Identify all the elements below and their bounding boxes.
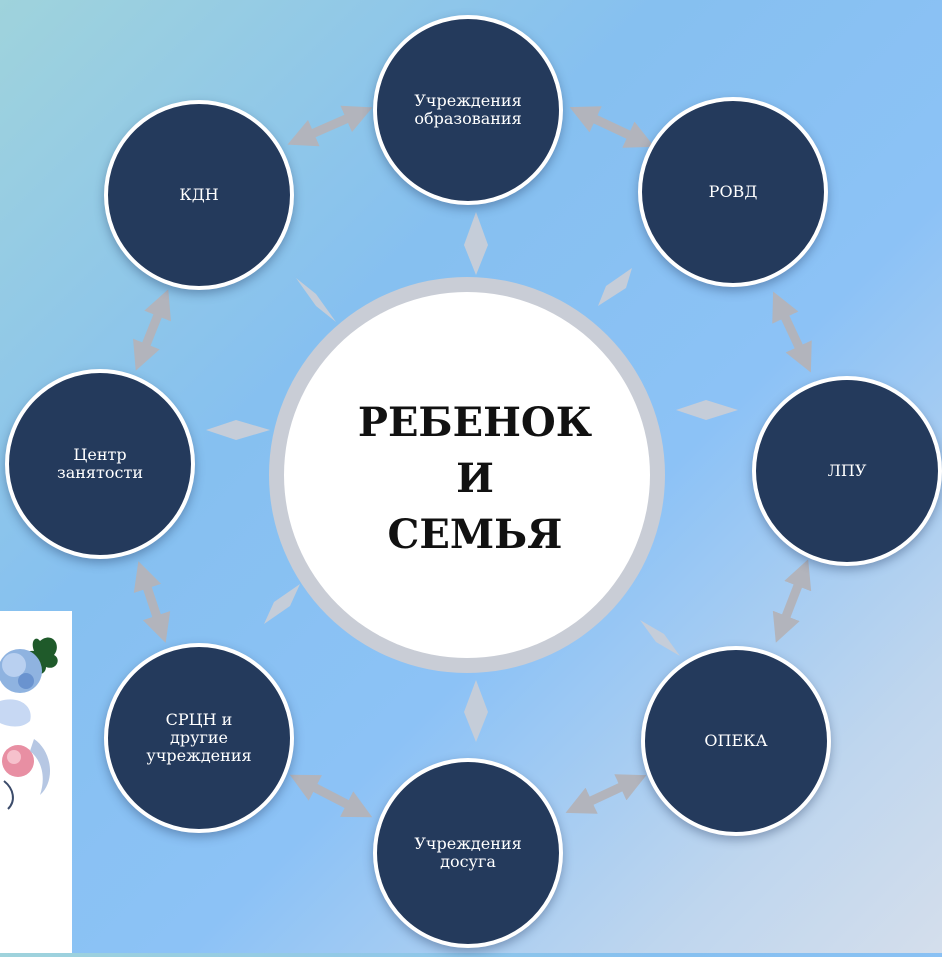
arrow-srcn-employment: [133, 561, 171, 643]
node-leisure-label: Учреждения досуга: [414, 834, 522, 871]
node-lpu-label: ЛПУ: [827, 461, 867, 480]
arrow-employment-kdn: [133, 289, 171, 371]
node-srcn: СРЦН и другие учреждения: [104, 643, 294, 833]
node-opeka-label: ОПЕКА: [704, 731, 768, 750]
node-opeka: ОПЕКА: [641, 646, 831, 836]
node-kdn: КДН: [104, 100, 294, 290]
node-lpu: ЛПУ: [752, 376, 942, 566]
ring-arrows: [133, 105, 812, 818]
node-srcn-label: СРЦН и другие учреждения: [146, 710, 252, 765]
connector-opeka: [640, 620, 680, 656]
node-employment-label: Центр занятости: [57, 445, 143, 482]
node-leisure: Учреждения досуга: [373, 758, 563, 948]
node-rovd: РОВД: [638, 97, 828, 287]
connector-rovd: [598, 268, 632, 306]
node-kdn-label: КДН: [179, 185, 219, 204]
arrow-opeka-leisure: [565, 774, 647, 814]
arrow-rovd-lpu: [772, 291, 812, 373]
node-rovd-label: РОВД: [708, 182, 758, 201]
arrow-kdn-education: [287, 105, 373, 147]
arrow-education-rovd: [569, 106, 655, 148]
connector-education: [464, 212, 488, 275]
arrow-leisure-srcn: [289, 774, 373, 818]
node-employment: Центр занятости: [5, 369, 195, 559]
connector-leisure: [464, 680, 488, 742]
arrow-lpu-opeka: [772, 559, 812, 643]
center-circle: [284, 292, 650, 658]
connector-srcn: [264, 584, 300, 624]
node-education: Учреждения образования: [373, 15, 563, 205]
connector-kdn: [296, 278, 336, 322]
decorative-sticker: [0, 611, 72, 953]
center-title: РЕБЕНОК И СЕМЬЯ: [357, 399, 593, 558]
connector-lpu: [676, 400, 738, 420]
node-education-label: Учреждения образования: [414, 91, 522, 128]
center-connectors: [206, 212, 738, 742]
connector-employment: [206, 420, 270, 440]
flower-sticker-icon: [0, 637, 58, 810]
